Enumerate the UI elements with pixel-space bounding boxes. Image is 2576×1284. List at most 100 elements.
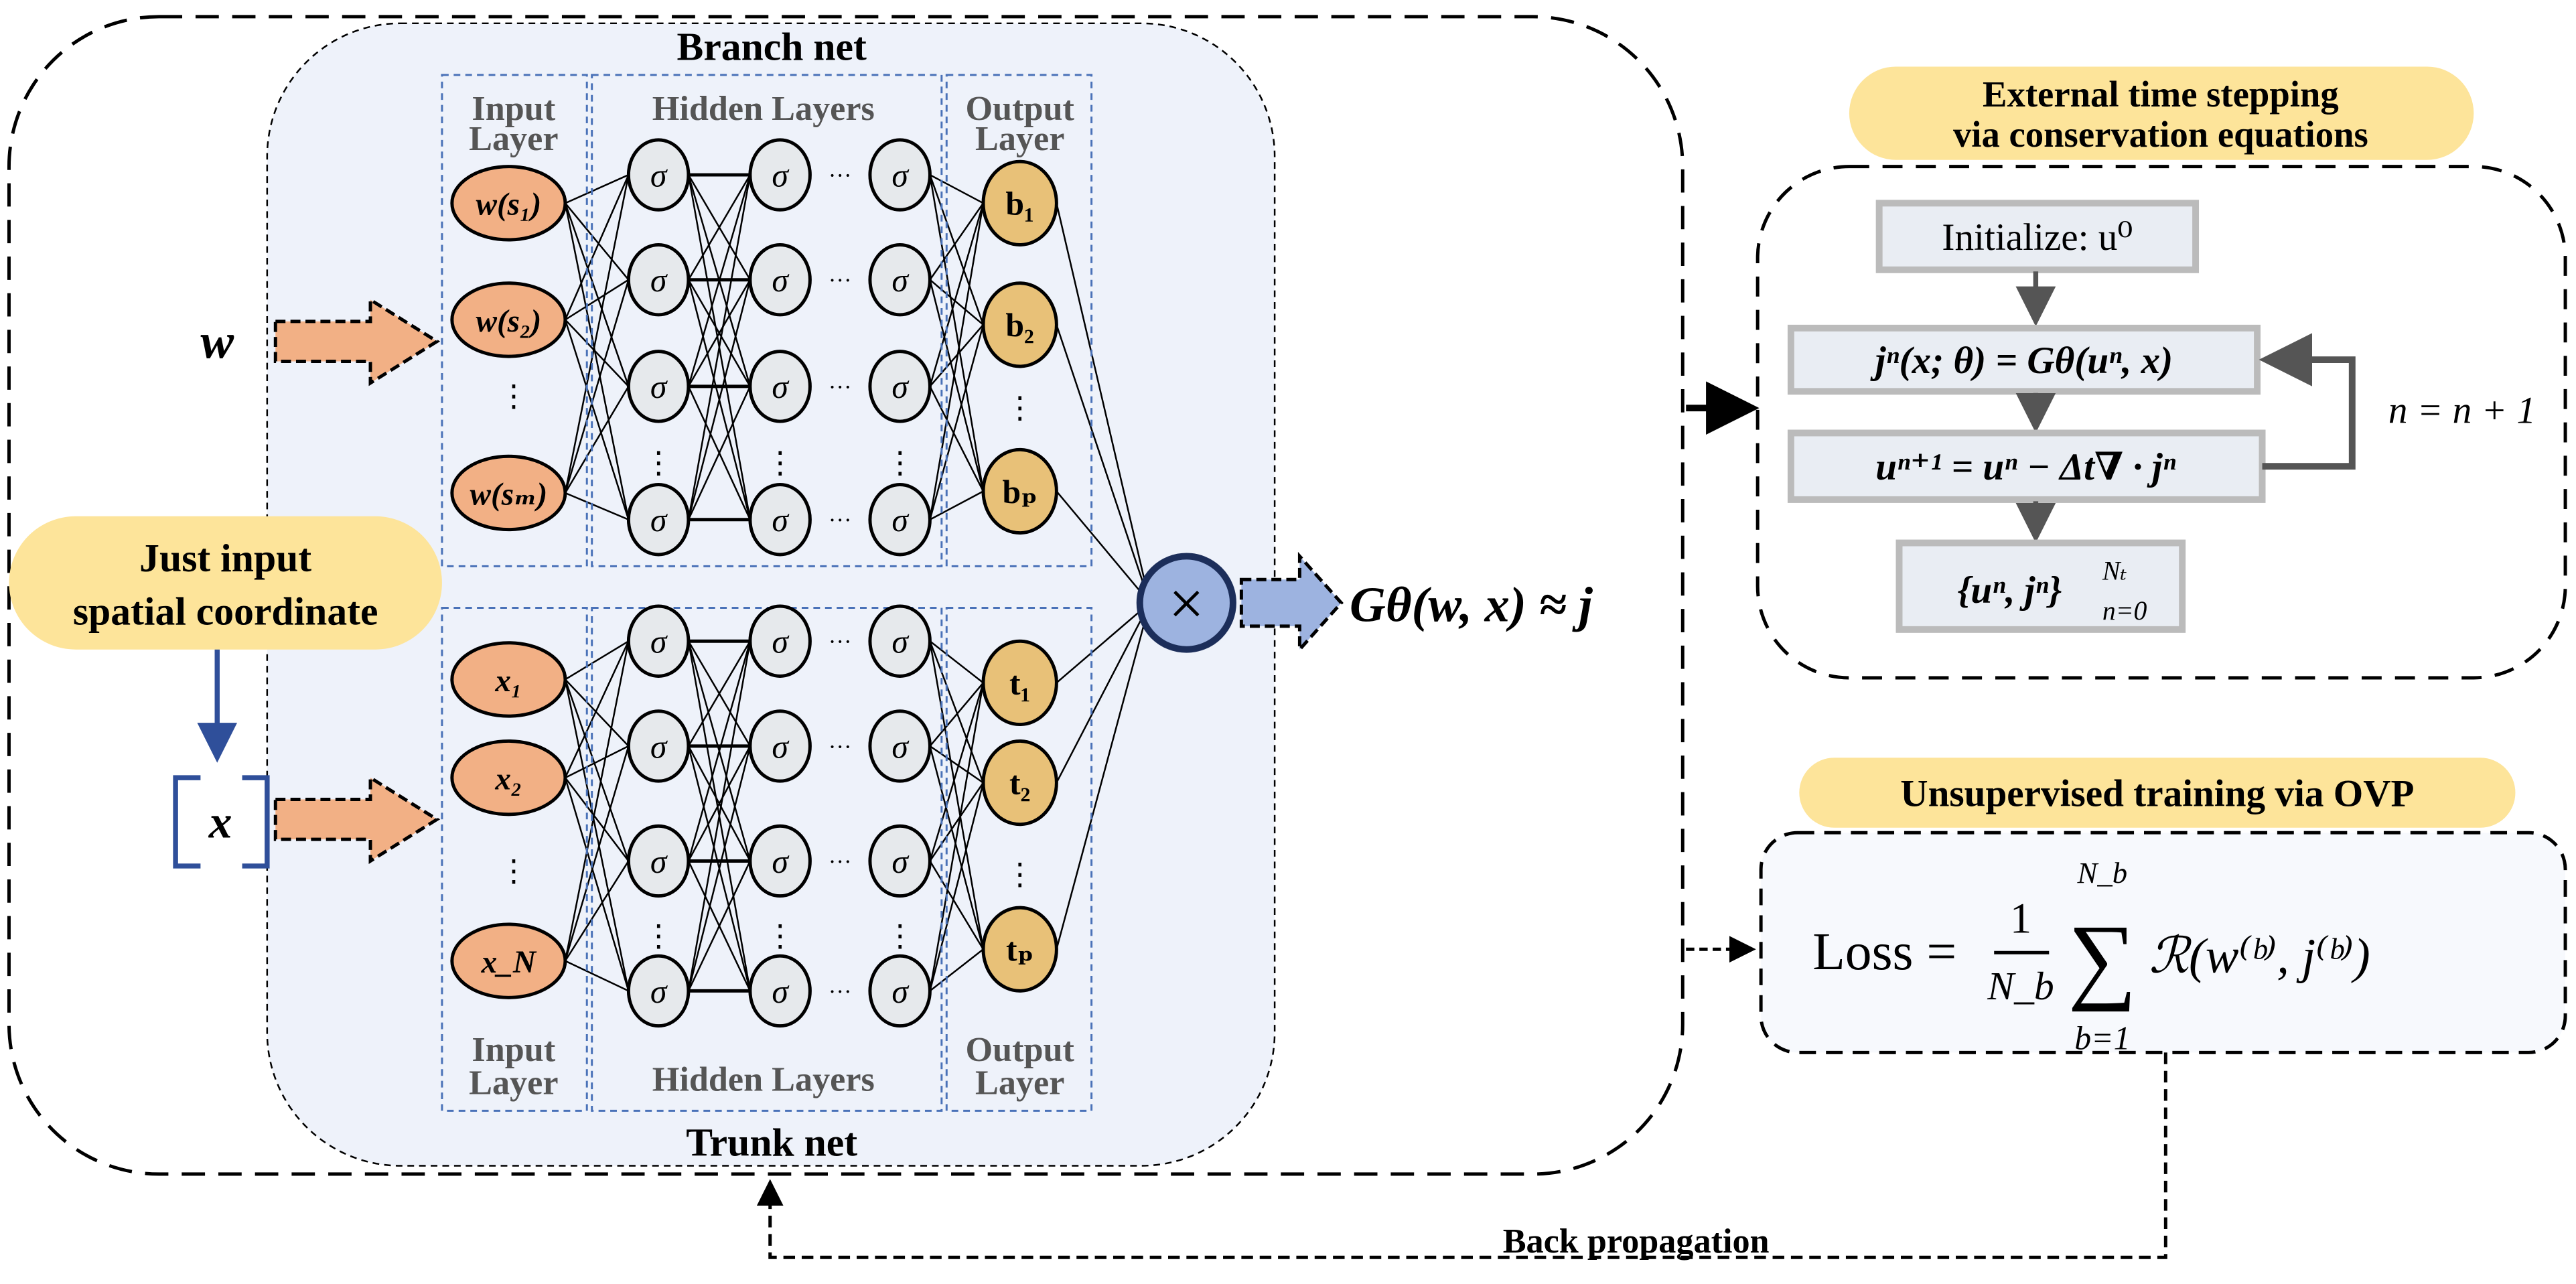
update-step-text: uⁿ⁺¹ = uⁿ − Δt∇ · jⁿ (1875, 446, 2176, 488)
hidden-node-label: σ (891, 368, 910, 405)
result-sub: n=0 (2102, 596, 2147, 626)
connection (687, 279, 752, 520)
hidden-node-label: σ (891, 973, 910, 1010)
connection (929, 174, 985, 326)
hidden-node (748, 243, 812, 317)
connection-to-multiply (1056, 324, 1151, 603)
result-box (1895, 539, 2186, 633)
trunk-output-node (981, 639, 1058, 727)
connection (929, 782, 985, 991)
connection (929, 640, 984, 684)
connection (929, 682, 984, 747)
trunk-net-title: Trunk net (686, 1121, 857, 1165)
operator-network-container (7, 15, 1685, 1176)
trunk-input-node (450, 641, 567, 718)
connection (564, 174, 630, 320)
connection (564, 174, 630, 494)
vertical-ellipsis: ⋮ (644, 446, 674, 480)
branch-input-node-label: w(s₁) (476, 188, 541, 222)
hidden-node-label: σ (650, 973, 668, 1010)
trunk-output-label: Output (965, 1030, 1074, 1069)
connection (929, 324, 985, 520)
connection (929, 279, 984, 326)
loop-label: n = n + 1 (2388, 390, 2536, 432)
hidden-node-label: σ (772, 843, 790, 880)
connection (564, 777, 630, 991)
hidden-node (626, 243, 691, 317)
hidden-node-label: σ (772, 624, 790, 660)
connection (929, 782, 985, 862)
flux-step-box (1787, 324, 2261, 395)
loop-arrow (2259, 333, 2356, 470)
time-stepping-callout (1849, 66, 2474, 160)
hidden-node (868, 350, 932, 423)
hidden-node (626, 709, 691, 783)
training-callout-text: Unsupervised training via OVP (1900, 772, 2414, 814)
multiply-icon: × (1169, 569, 1204, 638)
connection (564, 202, 630, 387)
connection (687, 745, 752, 991)
branch-input-node (450, 165, 567, 242)
horizontal-ellipsis: ··· (829, 629, 852, 655)
hidden-node (748, 483, 812, 557)
connection (564, 202, 630, 281)
multiply-node (1136, 553, 1236, 653)
connection (929, 202, 985, 281)
connection-to-multiply (1056, 490, 1151, 603)
connection (929, 745, 984, 784)
branch-output-node-label: b₂ (1005, 307, 1034, 344)
connection (687, 745, 751, 862)
hidden-node-label: σ (772, 728, 790, 765)
trunk-output-layer-box (945, 607, 1093, 1112)
result-text: {uⁿ, jⁿ} (1958, 569, 2062, 612)
time-stepping-line1: External time stepping (1983, 74, 2339, 115)
network-connections (564, 173, 1151, 993)
hidden-node (626, 954, 691, 1028)
init-box (1875, 200, 2200, 273)
trunk-input-node-label: x₁ (494, 664, 522, 699)
flux-step-text: jⁿ(x; θ) = Gθ(uⁿ, x) (1870, 340, 2173, 382)
branch-input-node-label: w(s₂) (476, 304, 541, 339)
connection (565, 745, 629, 779)
hidden-node-label: σ (891, 843, 910, 880)
vertical-ellipsis: ⋮ (1005, 857, 1035, 891)
branch-input-symbol: w (200, 315, 234, 370)
connection (565, 173, 629, 204)
trunk-output-node-label: t₁ (1009, 665, 1030, 702)
branch-net-title: Branch net (677, 25, 867, 69)
branch-input-label: Input (472, 89, 555, 128)
branch-output-node (981, 159, 1058, 246)
vertical-ellipsis: ⋮ (644, 919, 674, 952)
connection (929, 860, 985, 950)
hidden-node-label: σ (650, 368, 668, 405)
branch-input-node (450, 454, 567, 532)
horizontal-ellipsis: ··· (829, 849, 852, 875)
vertical-ellipsis: ⋮ (498, 854, 528, 887)
vertical-ellipsis: ⋮ (765, 446, 795, 480)
hidden-node (626, 483, 691, 557)
connection (929, 279, 985, 492)
connection (564, 745, 630, 961)
hidden-node-label: σ (650, 262, 668, 299)
hidden-node (748, 954, 812, 1028)
connection-to-multiply (1056, 602, 1151, 950)
horizontal-ellipsis: ··· (829, 979, 852, 1005)
trunk-input-node (450, 739, 567, 816)
connection (687, 640, 752, 861)
hidden-node (626, 350, 691, 423)
training-callout (1799, 758, 2516, 828)
hidden-node-label: σ (891, 502, 910, 539)
back-propagation-arrow (756, 1052, 2167, 1259)
connection (565, 679, 630, 747)
hidden-node (868, 604, 932, 678)
connection (929, 203, 985, 520)
hidden-node-label: σ (650, 843, 668, 880)
trunk-input-arrow (273, 774, 441, 864)
loss-numerator: 1 (2010, 894, 2031, 942)
connection (929, 386, 985, 492)
connection (687, 174, 752, 520)
x-input-box (173, 775, 270, 869)
